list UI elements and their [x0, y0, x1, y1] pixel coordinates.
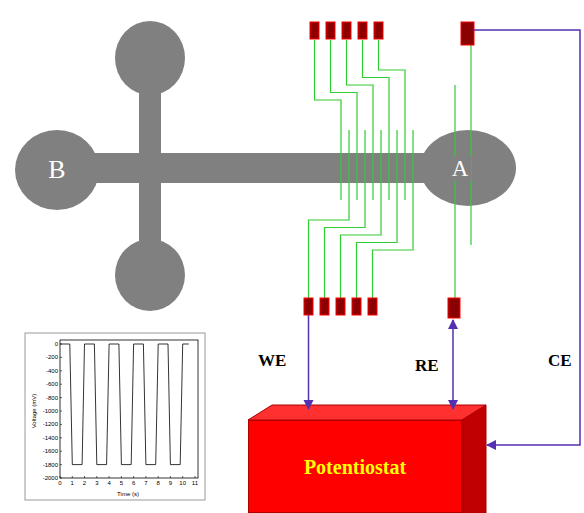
tick-label: 5 [120, 480, 123, 486]
electrode-trace [341, 130, 382, 298]
y-ticks [60, 344, 62, 478]
electrode-trace [357, 130, 398, 298]
tick-label: 9 [169, 480, 172, 486]
inset-frame [25, 333, 205, 500]
tick-label: -1600 [43, 448, 58, 454]
contact-pad [461, 22, 474, 45]
electrode-trace [325, 130, 366, 298]
potentiostat-box: Potentiostat [248, 420, 462, 513]
plot-frame [60, 340, 198, 478]
terminal-name: CE [548, 352, 572, 369]
electrode-trace [315, 40, 342, 200]
electrode-trace [373, 130, 414, 298]
contact-pad [326, 22, 335, 39]
tick-label: -200 [46, 354, 58, 360]
tick-label: -1800 [43, 462, 58, 468]
axis-title: Voltage (mV) [31, 394, 37, 429]
node-label: A [449, 156, 472, 181]
tick-label: 2 [83, 480, 86, 486]
reservoir-circle: B [15, 130, 99, 210]
tick-label: 1 [71, 480, 74, 486]
lead-wires [309, 30, 581, 445]
contact-pad [304, 298, 313, 315]
lead-wire [474, 30, 580, 445]
tick-label: -1200 [43, 421, 58, 427]
electrode-trace [363, 40, 390, 200]
terminal-name: WE [258, 352, 286, 369]
counter-electrode [470, 45, 471, 245]
contact-pad [368, 298, 377, 315]
voltage-waveform [60, 344, 189, 465]
tick-label: 10 [179, 480, 186, 486]
main-channel [57, 153, 468, 183]
tick-label: -600 [46, 381, 58, 387]
tick-label: 6 [132, 480, 135, 486]
electrode-trace [331, 40, 358, 200]
reservoir-circle: A [420, 130, 516, 206]
reservoir [115, 21, 185, 95]
tick-label: -1400 [43, 435, 58, 441]
axis-title: Time (s) [117, 491, 139, 497]
contact-pad [342, 22, 351, 39]
tick-label: -1000 [43, 408, 58, 414]
circle-fill [420, 130, 516, 206]
tick-label: 0 [58, 480, 61, 486]
tick-label: 11 [192, 480, 198, 486]
node-label: B [48, 157, 65, 183]
contact-pad [352, 298, 361, 315]
contact-pad [358, 22, 367, 39]
electrode-trace [379, 40, 406, 200]
tick-label: 0 [55, 341, 58, 347]
contact-pad [310, 22, 319, 39]
contact-pad [448, 298, 460, 318]
electrode-trace [309, 130, 350, 298]
contact-pad [374, 22, 383, 39]
tick-label: 7 [144, 480, 147, 486]
tick-label: 3 [95, 480, 98, 486]
contact-pad [320, 298, 329, 315]
reservoir [115, 239, 185, 311]
contact-pads [304, 22, 474, 318]
lead-wire [308, 315, 310, 409]
box-side-face [462, 405, 486, 513]
tick-label: 8 [156, 480, 159, 486]
contact-pad [336, 298, 345, 315]
electrode-trace [347, 40, 374, 200]
box-top-face [248, 405, 486, 420]
node-label: Potentiostat [304, 457, 406, 477]
tick-label: -400 [46, 368, 58, 374]
lead-wire [452, 320, 454, 409]
terminal-name: RE [415, 357, 439, 374]
reference-electrode [454, 85, 455, 298]
circle-fill [15, 130, 99, 210]
tick-label: -800 [46, 395, 58, 401]
tick-label: -2000 [43, 475, 58, 481]
tick-label: 4 [107, 480, 110, 486]
waveform-inset [25, 333, 205, 500]
x-ticks [60, 476, 195, 478]
